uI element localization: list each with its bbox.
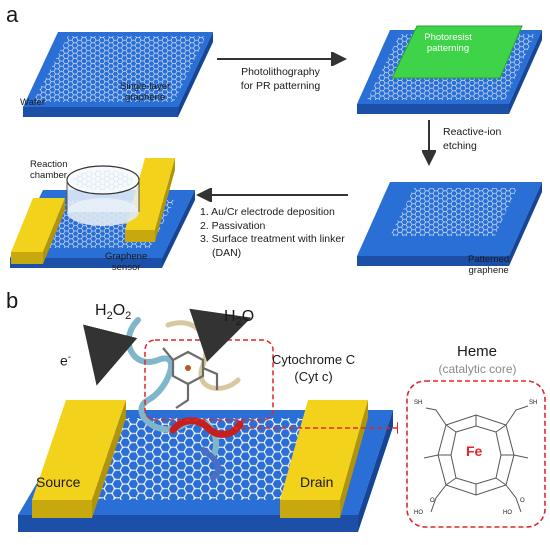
heme-structure-box — [406, 380, 546, 528]
source-electrode-label: Source — [36, 474, 81, 490]
arrow-step2-to-step3 — [422, 120, 436, 166]
arrow-step1-to-step2 — [217, 52, 347, 66]
heme-title: Heme — [456, 343, 497, 360]
o-right-label: O — [520, 498, 525, 504]
fabrication-step: 2. Passivation — [200, 219, 266, 232]
arrow-step3-to-step4 — [196, 188, 348, 202]
wafer-label: Wafer — [20, 97, 45, 108]
drain-electrode-label: Drain — [300, 474, 334, 490]
h2o2-label: H2O2 — [95, 302, 132, 323]
fabrication-step: (DAN) — [212, 246, 242, 259]
sh-right-label: SH — [529, 400, 538, 406]
graphene-sensor-illustration — [10, 158, 195, 268]
fabrication-step: 1. Au/Cr electrode deposition — [200, 206, 335, 218]
panel-b-letter: b — [6, 288, 19, 313]
photoresist-label: Photoresist patterning — [424, 32, 472, 54]
photoresist-wafer-illustration — [357, 25, 542, 114]
patterned-graphene-illustration — [357, 182, 542, 266]
reactive-ion-etching-label: Reactive-ion etching — [443, 126, 502, 152]
wafer-graphene-illustration — [23, 32, 213, 117]
heme-subtitle: (catalytic core) — [438, 362, 517, 376]
fe-atom-label: Fe — [466, 443, 483, 459]
ho-left-label: HO — [414, 510, 423, 516]
electron-label: e- — [60, 352, 72, 369]
cytochrome-c-label: Cytochrome C (Cyt c) — [272, 352, 356, 384]
h2o-label: H2O — [224, 308, 255, 329]
photolithography-label: Photolithography for PR patterning — [240, 66, 321, 92]
o-left-label: O — [430, 498, 435, 504]
ho-right-label: HO — [503, 510, 512, 516]
fabrication-step: 3. Surface treatment with linker — [200, 233, 345, 246]
fabrication-steps-list: 1. Au/Cr electrode deposition 2. Passiva… — [200, 206, 345, 261]
reaction-chamber-label: Reaction chamber — [30, 159, 68, 181]
graphene-sensor-label: Graphene sensor — [105, 251, 148, 273]
single-layer-graphene-label: Single-layer graphene — [120, 81, 171, 103]
sh-left-label: SH — [414, 400, 423, 406]
patterned-graphene-label: Patterned graphene — [468, 254, 510, 276]
panel-a-letter: a — [6, 2, 19, 27]
biosensor-device-illustration — [18, 308, 398, 532]
